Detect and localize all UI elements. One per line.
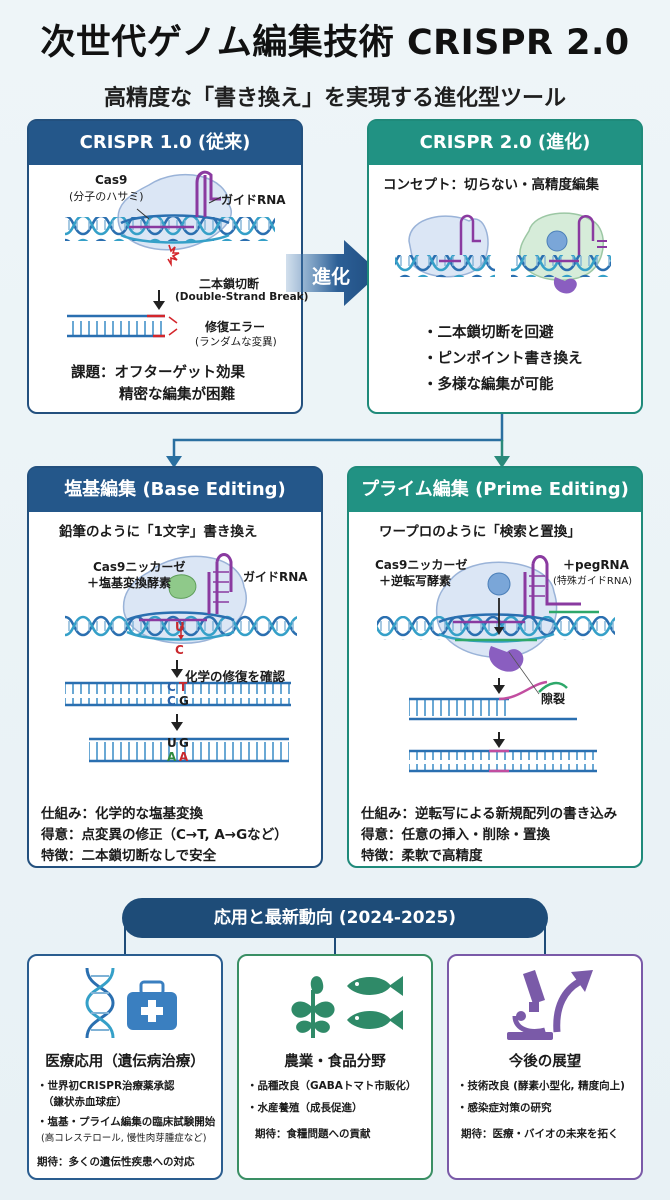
medical-line-3: ・塩基・プライム編集の臨床試験開始 xyxy=(37,1116,216,1128)
prime-diagram xyxy=(377,555,615,773)
app-card-future: 今後の展望 ・技術改良 (酵素小型化, 精度向上) ・感染症対策の研究 期待：医… xyxy=(447,954,643,1180)
prime-editing-panel: プライム編集 (Prime Editing) ワープロのように「検索と置換」 C xyxy=(347,466,643,868)
base-letter-c-mid2: C xyxy=(167,694,176,708)
base-line-2: 得意：点変異の修正（C→T, A→Gなど） xyxy=(41,827,288,843)
prime-concept: ワープロのように「検索と置換」 xyxy=(379,524,581,540)
prime-line-3: 特徴：柔軟で高精度 xyxy=(361,848,483,864)
issue-line-1: 課題：オフターゲット効果 xyxy=(71,365,245,381)
base-letter-a-bot2: A xyxy=(179,750,189,764)
medical-line-5: 期待：多くの遺伝性疾患への対応 xyxy=(37,1156,195,1168)
medical-line-2: （鎌状赤血球症） xyxy=(43,1096,127,1108)
base-letter-u-top: U xyxy=(175,620,185,634)
base-diagram xyxy=(65,553,297,763)
crispr1-diagram xyxy=(65,170,275,338)
base-editing-panel: 塩基編集 (Base Editing) 鉛筆のように「1文字」書き換え Cas9… xyxy=(27,466,323,868)
medical-line-4: (高コレステロール, 慢性肉芽腫症など) xyxy=(41,1133,207,1144)
prime-line-1: 仕組み：逆転写による新規配列の書き込み xyxy=(361,806,618,822)
base-concept: 鉛筆のように「1文字」書き換え xyxy=(59,524,258,540)
app-card-agri-title: 農業・食品分野 xyxy=(284,1054,386,1070)
base-letter-t-mid: T xyxy=(179,680,188,694)
plant-icon xyxy=(291,976,335,1038)
app-card-medical: 医療応用（遺伝病治療） ・世界初CRISPR治療薬承認 （鎌状赤血球症） ・塩基… xyxy=(27,954,223,1180)
dsb-en-label: (Double-Strand Break) xyxy=(175,291,309,303)
crispr2-diagram xyxy=(395,212,611,294)
applications-title: 応用と最新動向 (2024-2025) xyxy=(122,898,548,938)
app-card-agri: 農業・食品分野 ・品種改良（GABAトマト市販化） ・水産養殖（成長促進） 期待… xyxy=(237,954,433,1180)
base-enzyme-2: ＋塩基変換酵素 xyxy=(87,576,172,590)
repair-sub: (ランダムな変異) xyxy=(195,336,277,348)
prime-flap-label: 隙裂 xyxy=(541,692,566,706)
base-letter-c-mid: C xyxy=(167,680,176,694)
base-enzyme-1: Cas9ニッカーゼ xyxy=(93,560,186,574)
base-letter-c-top: C xyxy=(175,643,184,657)
crispr1-title: CRISPR 1.0 (従来) xyxy=(29,121,301,165)
growth-arrow-icon xyxy=(553,970,593,1033)
cas9-sub: (分子のハサミ) xyxy=(69,190,144,203)
crispr2-point-1: ・二本鎖切断を回避 xyxy=(423,325,554,341)
prime-line-2: 得意：任意の挿入・削除・置換 xyxy=(361,827,550,843)
future-line-2: ・感染症対策の研究 xyxy=(457,1102,552,1114)
medical-line-1: ・世界初CRISPR治療薬承認 xyxy=(37,1080,175,1092)
medical-kit-icon xyxy=(127,980,177,1030)
base-guide-label: ガイドRNA xyxy=(243,570,308,584)
crispr2-point-2: ・ピンポイント書き換え xyxy=(423,351,583,367)
prime-peg-label: ＋pegRNA xyxy=(563,558,629,572)
prime-enzyme-1: Cas9ニッカーゼ xyxy=(375,558,468,572)
crispr2-point-3: ・多様な編集が可能 xyxy=(423,377,554,393)
crispr2-panel: CRISPR 2.0 (進化) コンセプト：切らない・高精度編集 ・二本鎖切断を… xyxy=(367,119,643,414)
prime-peg-sub: (特殊ガイドRNA) xyxy=(553,576,633,587)
base-letter-a-bot: A xyxy=(167,750,177,764)
crispr1-guide-label: ガイドRNA xyxy=(221,193,286,207)
evolution-arrow xyxy=(286,240,380,306)
repair-label: 修復エラー xyxy=(205,320,266,334)
evolution-label: 進化 xyxy=(312,266,351,288)
agri-line-2: ・水産養殖（成長促進） xyxy=(247,1102,363,1114)
base-letter-g-bot: G xyxy=(179,736,189,750)
base-letter-g-mid: G xyxy=(179,694,189,708)
dsb-label: 二本鎖切断 xyxy=(199,277,260,291)
app-card-future-title: 今後の展望 xyxy=(508,1054,582,1070)
base-line-3: 特徴：二本鎖切断なしで安全 xyxy=(41,848,217,864)
fish-icon xyxy=(347,976,403,1030)
future-line-1: ・技術改良 (酵素小型化, 精度向上) xyxy=(457,1080,625,1092)
branch-arrows xyxy=(166,414,510,468)
agri-line-3: 期待：食糧問題への貢献 xyxy=(255,1128,371,1140)
crispr2-title: CRISPR 2.0 (進化) xyxy=(369,121,641,165)
prime-enzyme-2: ＋逆転写酵素 xyxy=(379,574,452,588)
base-line-1: 仕組み：化学的な塩基変換 xyxy=(41,806,203,822)
base-editing-title: 塩基編集 (Base Editing) xyxy=(29,468,321,512)
base-letter-u-bot: U xyxy=(167,736,177,750)
issue-line-2: 精密な編集が困難 xyxy=(119,387,235,403)
future-line-3: 期待：医療・バイオの未来を拓く xyxy=(461,1128,619,1140)
page-subtitle: 高精度な「書き換え」を実現する進化型ツール xyxy=(103,86,566,111)
base-repair-label: 化学の修復を確認 xyxy=(185,669,286,684)
cas9-label: Cas9 xyxy=(95,173,128,187)
agri-line-1: ・品種改良（GABAトマト市販化） xyxy=(247,1080,417,1092)
microscope-icon xyxy=(507,970,553,1040)
dna-icon xyxy=(85,967,115,1039)
crispr1-panel: CRISPR 1.0 (従来) Cas9 (分子のハサミ) ガイドRNA 二本鎖… xyxy=(27,119,308,414)
app-card-medical-title: 医療応用（遺伝病治療） xyxy=(45,1054,205,1070)
page-title: 次世代ゲノム編集技術 CRISPR 2.0 xyxy=(40,23,630,63)
crispr2-concept: コンセプト：切らない・高精度編集 xyxy=(383,177,599,193)
prime-editing-title: プライム編集 (Prime Editing) xyxy=(349,468,641,512)
